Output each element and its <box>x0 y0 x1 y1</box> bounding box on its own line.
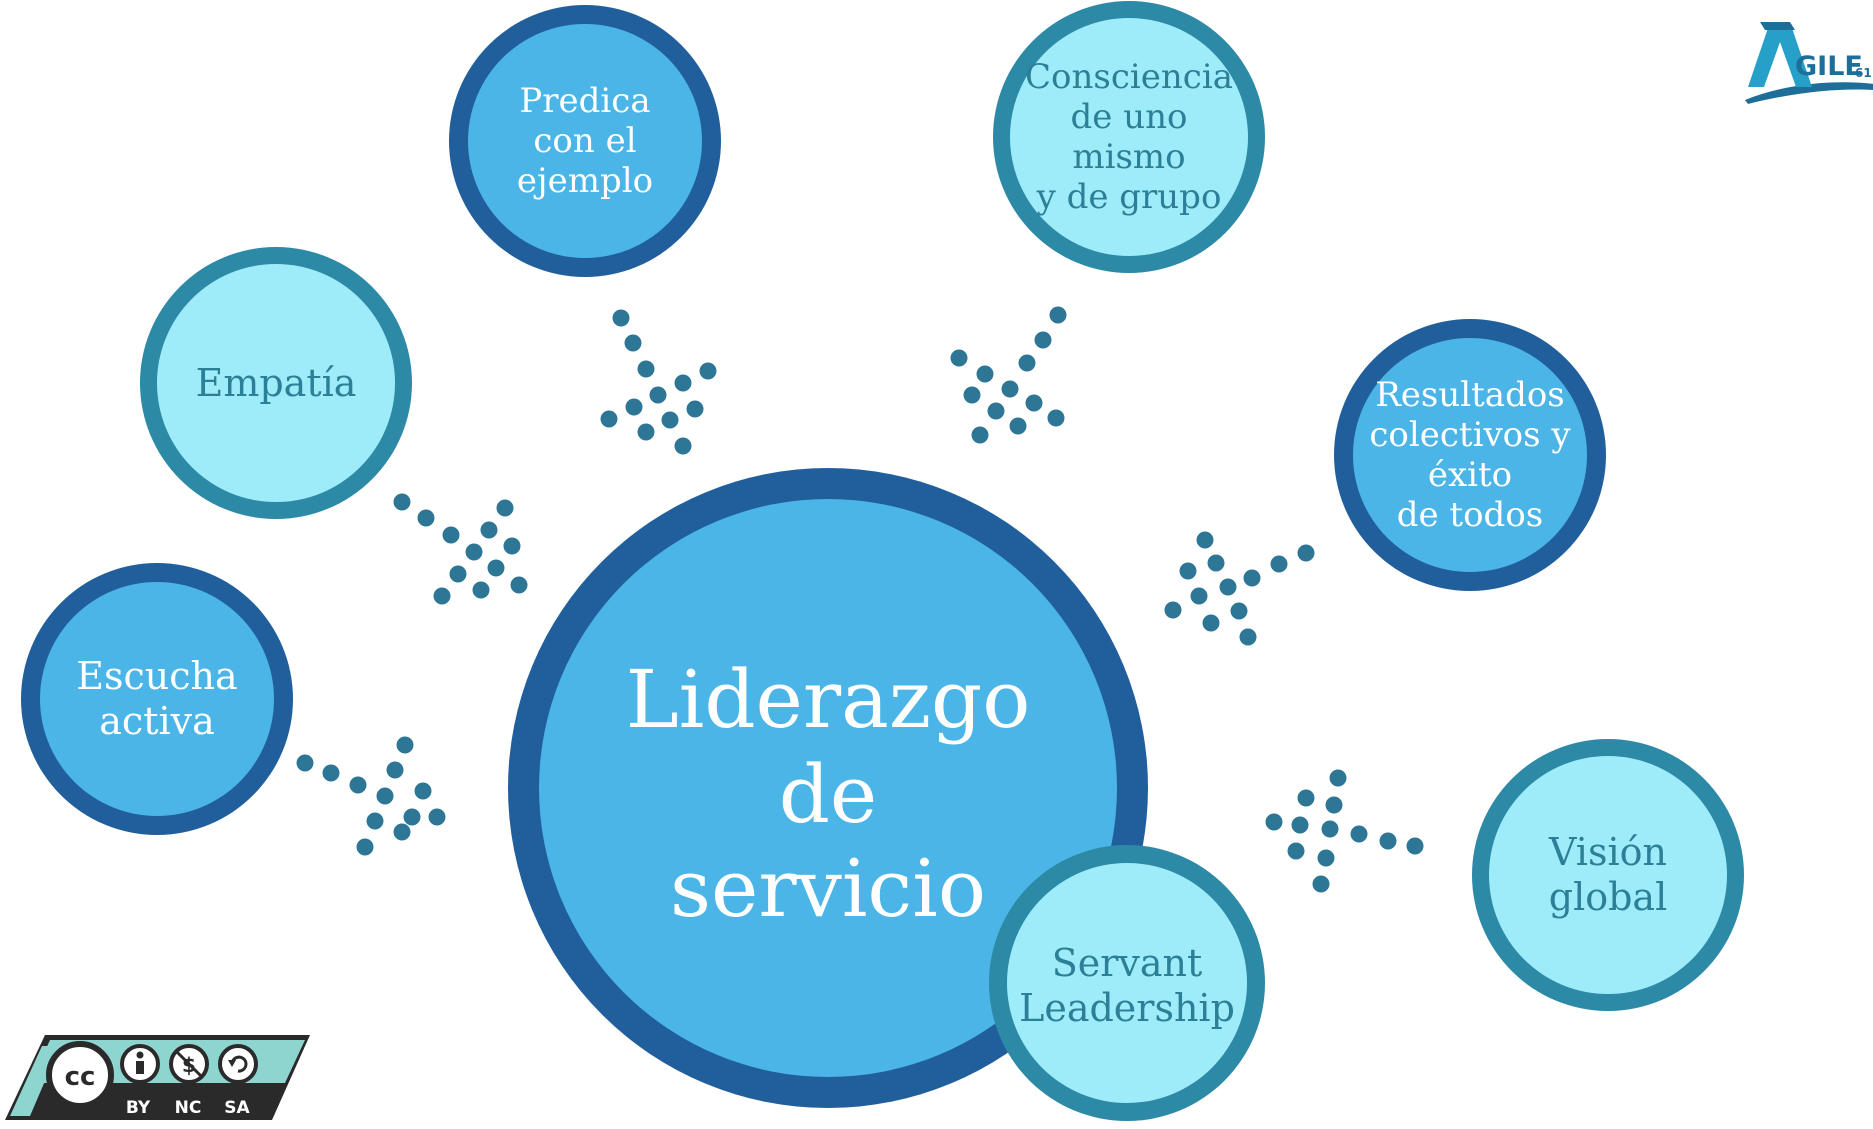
node-resultados <box>1334 319 1606 591</box>
sa-share-alike-icon <box>218 1044 258 1084</box>
connector-empatia <box>393 493 528 605</box>
agile-logo: GILE 611 <box>1745 22 1873 104</box>
connector-resultados <box>1164 531 1315 646</box>
connector-vision <box>1265 769 1424 893</box>
cc-icon <box>46 1041 114 1109</box>
central-label: Liderazgo de servicio <box>625 653 1031 936</box>
node-servant <box>989 845 1265 1121</box>
node-empatia <box>140 247 412 519</box>
agile-logo-suffix: 611 <box>1855 66 1873 80</box>
connector-consciencia <box>950 306 1067 444</box>
resultados-label: Resultados colectivos y éxito de todos <box>1369 374 1571 536</box>
escucha-label: Escucha activa <box>76 654 238 743</box>
node-vision <box>1472 739 1744 1011</box>
vision-label: Visión global <box>1548 830 1668 919</box>
servant-label: Servant Leadership <box>1019 941 1235 1030</box>
agile-logo-text: GILE <box>1795 51 1863 82</box>
connector-predica <box>600 309 717 455</box>
node-consciencia <box>993 1 1265 273</box>
predica-label: Predica con el ejemplo <box>516 80 654 202</box>
consciencia-label: Consciencia de uno mismo y de grupo <box>1025 56 1233 217</box>
cc-icon-label: cc <box>65 1062 96 1092</box>
connector-escucha <box>296 736 446 856</box>
by-label: BY <box>126 1098 151 1118</box>
node-predica <box>449 5 721 277</box>
empatia-label: Empatía <box>195 360 357 405</box>
node-escucha <box>21 563 293 835</box>
central-node <box>508 468 1148 1108</box>
sa-label: SA <box>224 1098 250 1118</box>
cc-license-badge: cc $ BY NC SA <box>5 1035 310 1120</box>
nc-label: NC <box>175 1098 202 1118</box>
